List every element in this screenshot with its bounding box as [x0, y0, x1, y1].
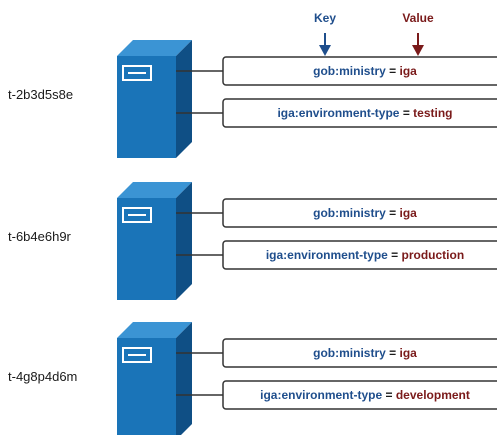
server-group: t-6b4e6h9r gob:ministry = iga iga:environm…: [8, 182, 497, 300]
server-icon: [117, 322, 192, 435]
tag-separator: =: [382, 388, 396, 402]
tag-text: iga:environment-type = testing: [277, 106, 452, 120]
server-hostname: t-2b3d5s8e: [8, 87, 73, 102]
drive-bay-icon: [122, 65, 152, 81]
server-top-face: [117, 322, 192, 338]
tag-key: gob:ministry: [313, 346, 386, 360]
server-icon: [117, 40, 192, 158]
tag-box: [222, 98, 497, 128]
tag-value: production: [402, 248, 465, 262]
tag-value: iga: [400, 206, 418, 220]
tag-value: development: [396, 388, 470, 402]
server-hostname: t-4g8p4d6m: [8, 369, 77, 384]
tag-separator: =: [386, 346, 400, 360]
tag-box: [222, 380, 497, 410]
tag-box: [222, 56, 497, 86]
tag-key: iga:environment-type: [266, 248, 388, 262]
server-group: t-4g8p4d6m gob:ministry = iga iga:environm…: [8, 322, 497, 435]
key-arrowhead: [319, 45, 331, 56]
tag-text: gob:ministry = iga: [313, 64, 417, 78]
tag-key: gob:ministry: [313, 206, 386, 220]
server-side-face: [176, 322, 192, 435]
tag-key: iga:environment-type: [260, 388, 382, 402]
tag-key: gob:ministry: [313, 64, 386, 78]
tag-text: iga:environment-type = production: [266, 248, 464, 262]
server-icon: [117, 182, 192, 300]
drive-bay-icon: [122, 347, 152, 363]
tag-separator: =: [386, 206, 400, 220]
tag-key: iga:environment-type: [277, 106, 399, 120]
server-side-face: [176, 182, 192, 300]
server-front-face: [117, 198, 176, 300]
tag-separator: =: [399, 106, 413, 120]
tag-value: iga: [400, 346, 418, 360]
server-top-face: [117, 182, 192, 198]
server-hostname: t-6b4e6h9r: [8, 229, 72, 244]
servers-layer: t-2b3d5s8e gob:ministry = iga iga:environm…: [8, 40, 497, 435]
server-group: t-2b3d5s8e gob:ministry = iga iga:environm…: [8, 40, 497, 158]
tag-text: gob:ministry = iga: [313, 206, 417, 220]
header: Key Value: [314, 11, 434, 56]
tag-text: gob:ministry = iga: [313, 346, 417, 360]
tag-separator: =: [388, 248, 402, 262]
tag-value: iga: [400, 64, 418, 78]
tag-box: [222, 338, 497, 368]
server-top-face: [117, 40, 192, 56]
tag-value: testing: [413, 106, 452, 120]
server-front-face: [117, 56, 176, 158]
server-side-face: [176, 40, 192, 158]
tag-box: [222, 240, 497, 270]
drive-bay-icon: [122, 207, 152, 223]
value-header-label: Value: [402, 11, 434, 25]
value-arrowhead: [412, 45, 424, 56]
server-front-face: [117, 338, 176, 435]
tag-text: iga:environment-type = development: [260, 388, 470, 402]
key-header-label: Key: [314, 11, 336, 25]
tag-box: [222, 198, 497, 228]
tag-separator: =: [386, 64, 400, 78]
